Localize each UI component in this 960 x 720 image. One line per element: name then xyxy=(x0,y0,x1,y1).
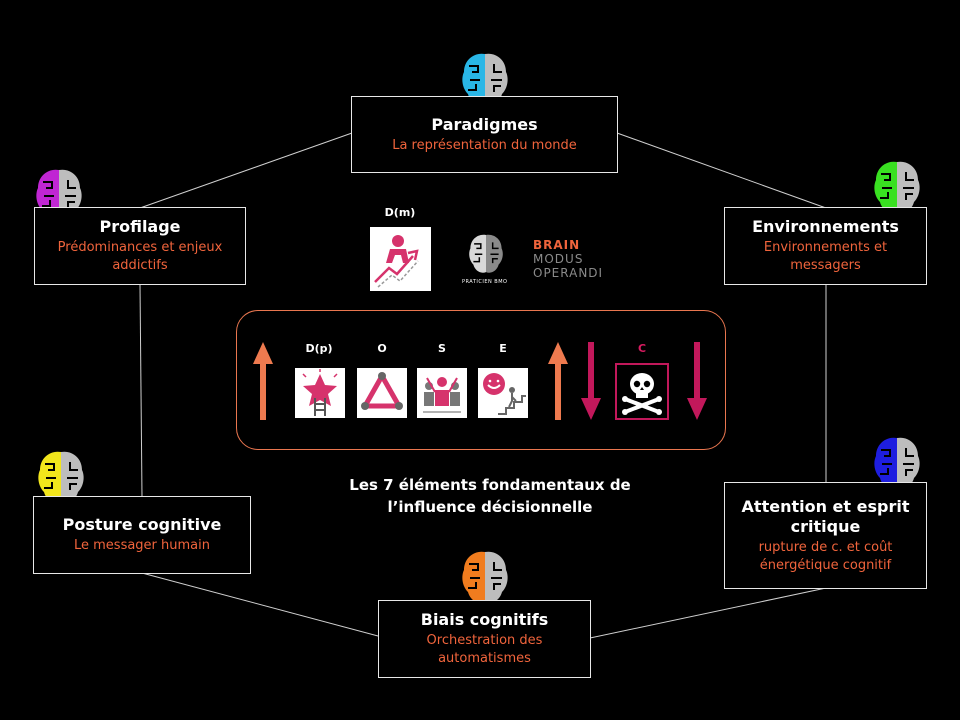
node-subtitle: Prédominances et enjeux addictifs xyxy=(58,239,223,275)
star-ladder-icon xyxy=(295,368,345,418)
node-subtitle-line: automatismes xyxy=(438,651,531,666)
node-subtitle-line: énergétique cognitif xyxy=(759,557,892,573)
node-subtitle-line: Environnements et xyxy=(763,240,888,255)
growth-chart-icon xyxy=(370,227,431,291)
node-biais-cognitifs: Biais cognitifs Orchestration des automa… xyxy=(378,600,591,678)
headline-line: Les 7 éléments fondamentaux de xyxy=(349,476,631,494)
arrow-up-icon xyxy=(253,342,273,420)
node-subtitle: La représentation du monde xyxy=(392,137,577,153)
brain-orange-icon xyxy=(462,551,508,608)
arrow-up-icon xyxy=(548,342,568,420)
node-subtitle: Orchestration des automatismes xyxy=(427,632,543,668)
arrow-down-icon xyxy=(581,342,601,420)
node-title: Posture cognitive xyxy=(62,515,222,534)
teamwork-cycle-icon xyxy=(357,368,407,418)
node-subtitle: Environnements et messagers xyxy=(764,239,887,275)
element-label-s: S xyxy=(438,342,446,355)
element-label-c: C xyxy=(637,342,647,355)
node-title: Attention et esprit critique xyxy=(742,497,910,537)
element-label-e: E xyxy=(499,342,507,355)
node-paradigmes: Paradigmes La représentation du monde xyxy=(351,96,618,173)
node-subtitle: rupture de c. et coût énergétique cognit… xyxy=(759,539,893,575)
brain-cyan-icon xyxy=(462,53,508,110)
headline-line: l’influence décisionnelle xyxy=(387,498,593,516)
node-posture-cognitive: Posture cognitive Le messager humain xyxy=(33,496,251,574)
node-title: Environnements xyxy=(752,217,899,236)
bmo-badge-text: PRATICIEN BMO xyxy=(462,279,508,285)
node-attention: Attention et esprit critique rupture de … xyxy=(724,482,927,589)
smile-stairs-icon xyxy=(478,368,528,418)
node-subtitle-line: messagers xyxy=(790,258,861,273)
node-environnements: Environnements Environnements et message… xyxy=(724,207,927,285)
dm-label: D(m) xyxy=(384,206,416,219)
brain-yellow-icon xyxy=(38,451,84,508)
logo-brain-text: BRAIN xyxy=(533,238,581,252)
bmo-logo-brain-icon xyxy=(469,234,503,273)
logo-modus-text: MODUS xyxy=(533,252,584,266)
node-title: Paradigmes xyxy=(431,114,538,134)
node-subtitle: Le messager humain xyxy=(73,538,210,553)
node-profilage: Profilage Prédominances et enjeux addict… xyxy=(34,207,246,285)
skull-crossbones-icon xyxy=(615,363,669,420)
node-title: Biais cognitifs xyxy=(420,610,549,629)
logo-operandi-text: OPERANDI xyxy=(533,266,604,280)
node-subtitle-line: rupture de c. et coût xyxy=(758,539,893,555)
brain-blue-icon xyxy=(874,437,920,494)
group-people-icon xyxy=(417,368,467,418)
node-title: Profilage xyxy=(99,217,181,236)
arrow-down-icon xyxy=(687,342,707,420)
elements-panel xyxy=(236,310,726,450)
headline: Les 7 éléments fondamentaux de l’influen… xyxy=(300,474,680,518)
node-title-line: critique xyxy=(790,516,861,536)
node-subtitle-line: Orchestration des xyxy=(426,633,543,648)
element-label-o: O xyxy=(377,342,387,355)
node-subtitle-line: Prédominances et enjeux xyxy=(57,240,223,255)
node-subtitle-line: addictifs xyxy=(112,258,168,273)
element-label-dp: D(p) xyxy=(305,342,333,355)
node-title-line: Attention et esprit xyxy=(741,496,910,516)
